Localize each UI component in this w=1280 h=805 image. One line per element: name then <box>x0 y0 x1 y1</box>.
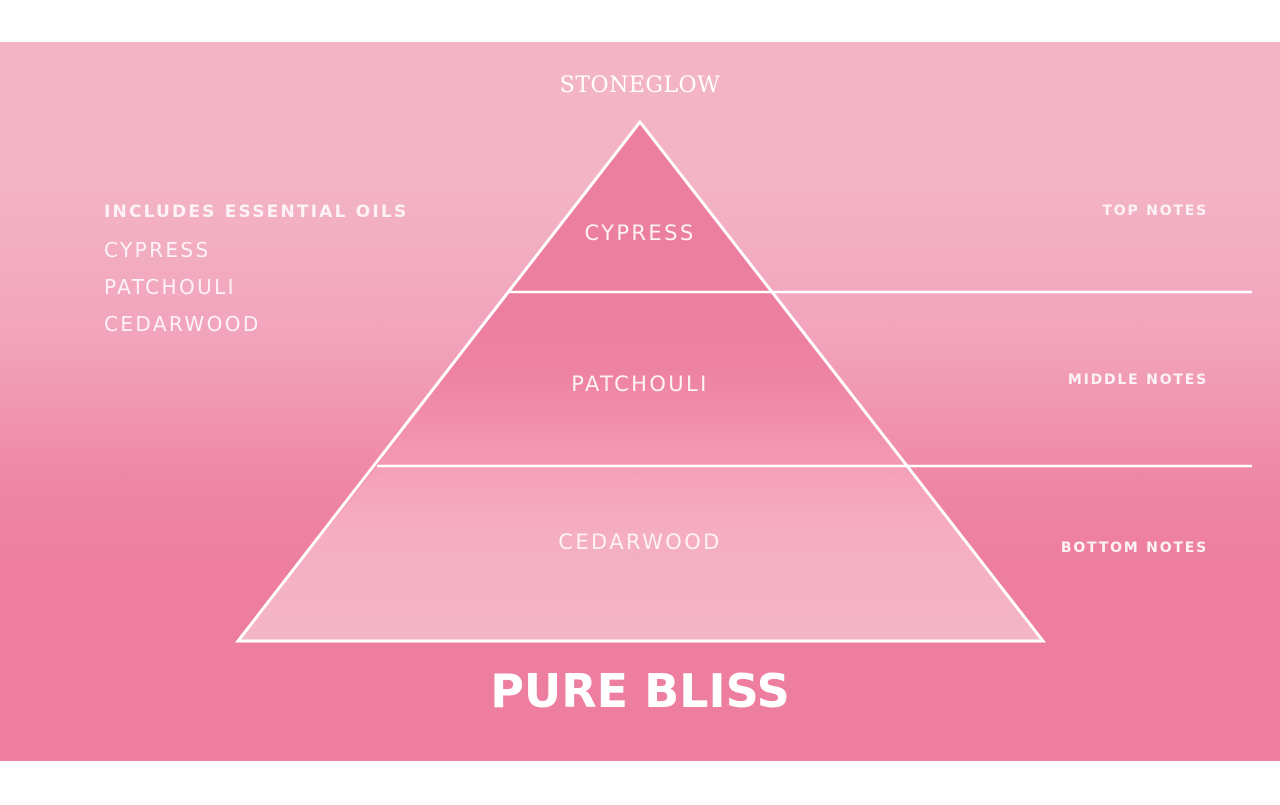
bottom-notes-label: BOTTOM NOTES <box>1060 540 1208 556</box>
pyramid-tier-bottom <box>238 466 1043 641</box>
pyramid-tier-top <box>509 122 770 292</box>
tier-label-middle: PATCHOULI <box>571 372 709 396</box>
pyramid-tier-middle <box>377 292 905 466</box>
oil-item: CYPRESS <box>104 238 211 262</box>
oil-item: CEDARWOOD <box>104 312 261 336</box>
tier-label-bottom: CEDARWOOD <box>558 530 722 554</box>
top-notes-label: TOP NOTES <box>1102 203 1208 219</box>
oil-item: PATCHOULI <box>104 275 236 299</box>
brand-logo: STONEGLOW <box>559 73 721 98</box>
product-title: PURE BLISS <box>490 664 790 718</box>
essential-oils-list: INCLUDES ESSENTIAL OILS CYPRESS PATCHOUL… <box>104 202 408 343</box>
oils-heading: INCLUDES ESSENTIAL OILS <box>104 202 409 222</box>
tier-label-top: CYPRESS <box>584 221 696 245</box>
middle-notes-label: MIDDLE NOTES <box>1067 372 1208 388</box>
pyramid-outline <box>234 119 1047 643</box>
